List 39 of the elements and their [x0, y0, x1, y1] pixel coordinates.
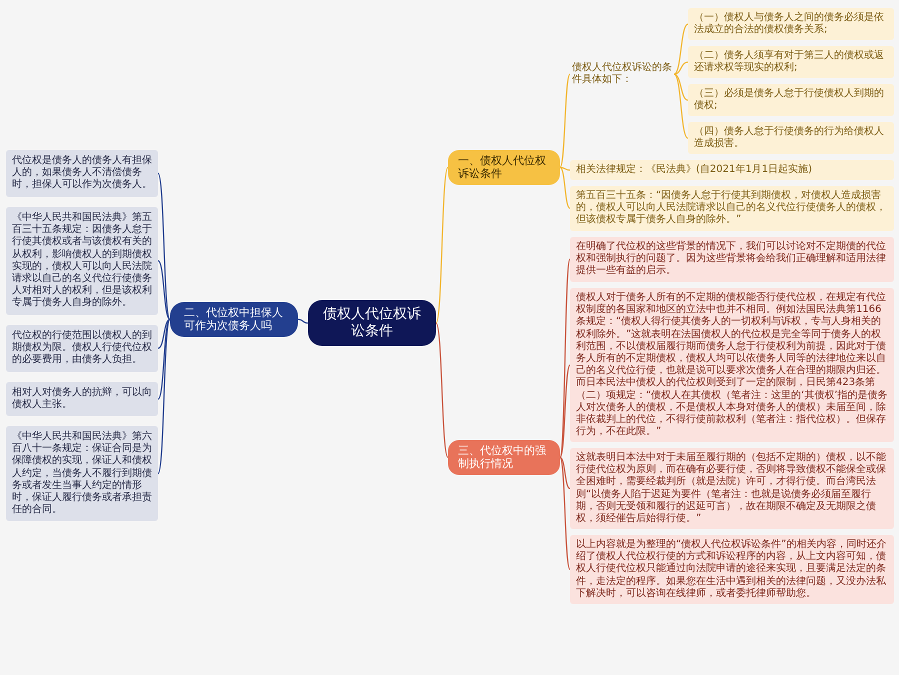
topic-card: 相对人对债务人的抗辩，可以向债权人主张。: [6, 382, 158, 416]
subtopic-text: 债权人代位权诉讼的条件具体如下：: [570, 60, 674, 88]
connector-line: [435, 167, 449, 324]
connector-line: [559, 457, 571, 570]
connector-line: [157, 173, 171, 320]
topic-card: 相关法律规定：《民法典》(自2021年1月1日起实施): [570, 160, 894, 180]
connector-line: [674, 24, 688, 75]
topic-card: 代位权的行使范围以债权人的到期债权为限。债权人行使代位权的必要费用，由债务人负担。: [6, 325, 158, 372]
topic-card: 债权人对于债务人所有的不定期的债权能否行使代位权，在规定有代位权制度的各国家和地区的立法中也并不相同。例如法国民法典第1166条规定：“债权人得行使其债务人的一切权利与诉权，专与人身相关的权利除外。”这就表明在法国债权人的代位权是完全等同于债务人的权利范围，不以债权届履行期而债务人怠于行使权利为前提，因此对于债务人所有的不定期债权，债权人均可以依债务人同等的法律地位来以自己的名义代位行使，也就是说可以要求次债务人在合理的期限内归还。而日本民法中债权人的代位权则受到了一定的限制，日民第423条第（二）项规定：“债权人在其债权（笔者注：这里的‘其债权’指的是债务人对次债务人的债权，不是债权人本身对债务人的债权）未届至间，除非依裁判上的代位，不得行使前款权利（笔者注：指代位权）。但保存行为，不在此限。”: [570, 288, 894, 442]
connector-line: [674, 74, 688, 139]
branch-topic: 三、代位权中的强制执行情况: [448, 440, 560, 475]
connector-line: [560, 456, 570, 490]
connector-line: [157, 319, 171, 474]
connector-line: [560, 364, 570, 458]
connector-line: [674, 74, 688, 101]
connector-line: [560, 166, 570, 171]
topic-card: （一）债权人与债务人之间的债务必须是依法成立的合法的债权债务关系;: [688, 8, 894, 40]
connector-line: [560, 166, 570, 209]
topic-card: （三）必须是债务人怠于行使债权人到期的债权;: [688, 84, 894, 116]
connector-line: [559, 259, 571, 458]
connector-line: [435, 322, 449, 458]
topic-card: 代位权是债务人的债务人有担保人的，如果债务人不清偿债务时，担保人可以作为次债务人。: [6, 150, 158, 197]
topic-card: （四）债务人怠于行使债务的行为给债权人造成损害。: [688, 122, 894, 154]
topic-card: 这就表明日本法中对于未届至履行期的（包括不定期的）债权，以不能行使代位权为原则，而在确有必要行使，否则将导致债权不能保全或保全困难时，需要经裁判所（就是法院）许可，才得行使。而台湾民法则“以债务人陷于迟延为要件（笔者注：也就是说债务必须届至履行期，否则无受领和履行的迟延可言），故在期限不确定及无期限之债权，须经催告后始得行使。”: [570, 448, 894, 530]
topic-card: 第五百三十五条：“因债务人怠于行使其到期债权，对债权人造成损害的，债权人可以向人民法院请求以自己的名义代位行使债务人的债权，但该债权专属于债务人自身的除外。”: [570, 186, 894, 231]
topic-card: 在明确了代位权的这些背景的情况下，我们可以讨论对不定期债的代位权和强制执行的问题了。因为这些背景将会给我们正确理解和适用法律提供一些有益的启示。: [570, 237, 894, 282]
central-topic: 债权人代位权诉讼条件: [308, 300, 436, 346]
topic-card: （二）债务人须享有对于第三人的债权或返还请求权等现实的权利;: [688, 46, 894, 78]
connector-line: [158, 318, 170, 349]
connector-line: [158, 260, 170, 320]
connector-line: [158, 319, 170, 400]
branch-topic: 二、代位权中担保人可作为次债务人吗: [170, 302, 298, 337]
topic-card: 《中华人民共和国民法典》第六百八十一条规定：保证合同是为保障债权的实现，保证人和债权人约定，当债务人不履行到期债务或者发生当事人约定的情形时，保证人履行债务或者承担责任的合同。: [6, 426, 158, 522]
topic-card: 以上内容就是为整理的“债权人代位权诉讼条件”的相关内容，同时还介绍了债权人代位权行使的方式和诉讼程序的内容，从上文内容可知，债权人行使代位权只能通过向法院申请的途径来实现，且要满足法定的条件，走法定的程序。如果您在生活中遇到相关的法律问题，又没办法私下解决时，可以咨询在线律师，或者委托律师帮助您。: [570, 535, 894, 604]
connector-line: [298, 318, 308, 324]
connector-line: [674, 62, 688, 75]
topic-card: 《中华人民共和国民法典》第五百三十五条规定：因债务人怠于行使其债权或者与该债权有关的从权利，影响债权人的到期债权实现的，债权人可以向人民法院请求以自己的名义代位行使债务人对相对人的权利，但是该权利专属于债务人自身的除外。: [6, 207, 158, 314]
branch-topic: 一、债权人代位权诉讼条件: [448, 150, 560, 185]
connector-line: [560, 74, 570, 168]
